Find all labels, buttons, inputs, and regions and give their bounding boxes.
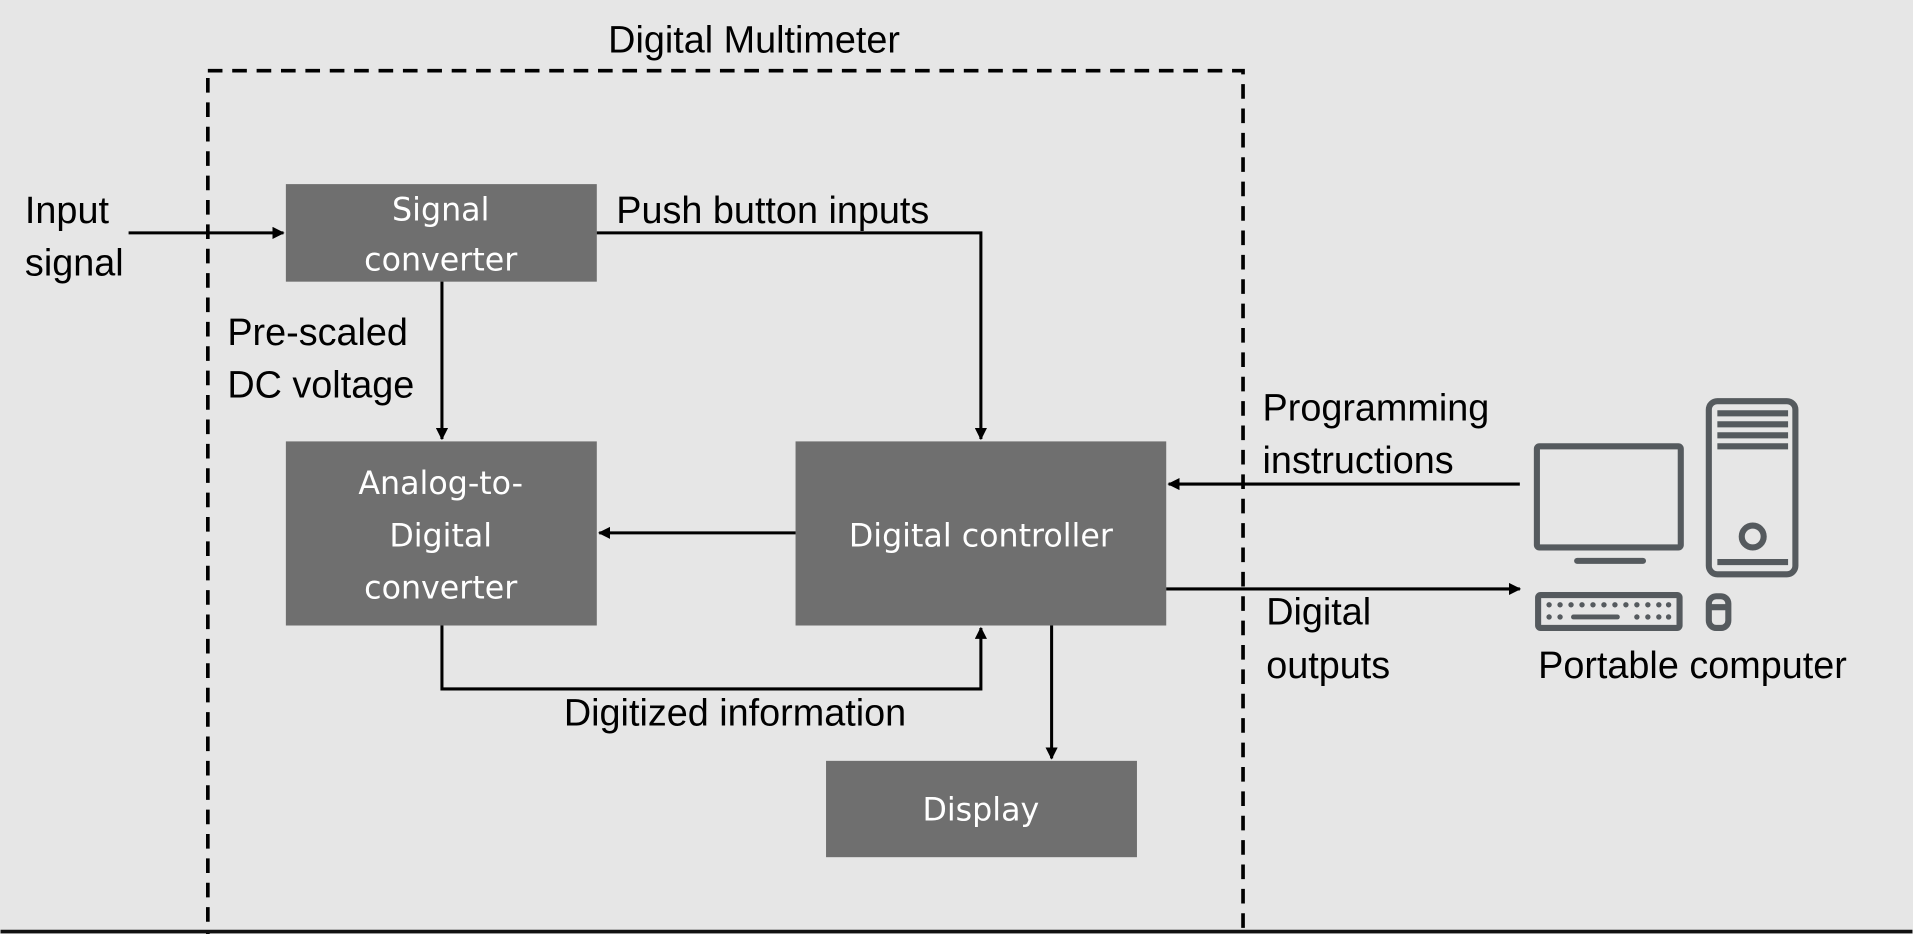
display-block: Display [826,760,1137,858]
multimeter-boundary [206,68,1245,934]
adc-block: Analog-to- Digital converter [285,441,597,626]
push-button-label: Push button inputs [616,190,929,232]
digitized-arrow [440,625,987,691]
digital-outputs-label: Digital [1266,591,1371,633]
digital-controller-block: Digital controller [795,441,1167,626]
svg-text:Display: Display [922,793,1039,829]
signal-converter-block: Signal converter [285,184,597,282]
svg-text:Analog-to-: Analog-to- [358,466,523,502]
prescaled-label-2: DC voltage [227,364,414,406]
programming-label-2: instructions [1263,440,1454,482]
digitized-label: Digitized information [564,692,906,734]
svg-text:converter: converter [364,243,518,279]
svg-text:Digital: Digital [389,518,492,554]
input-signal-label: Input [25,190,110,232]
programming-label: Programming [1263,388,1490,430]
connectors [128,226,1522,760]
desktop-computer-icon [1533,398,1799,631]
portable-computer-label: Portable computer [1538,645,1847,687]
prescaled-label: Pre-scaled [227,312,408,354]
svg-text:Signal: Signal [392,193,489,229]
diagram-title: Digital Multimeter [608,19,900,61]
input-signal-label-2: signal [25,243,124,285]
push-button-arrow [596,231,987,441]
digital-outputs-label-2: outputs [1266,645,1390,687]
svg-text:converter: converter [364,571,518,607]
svg-text:Digital controller: Digital controller [849,518,1114,554]
